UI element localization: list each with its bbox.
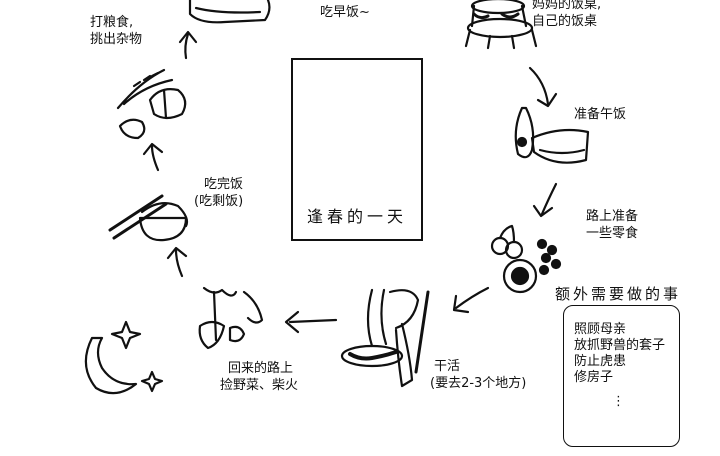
label-table-line1: 妈妈的饭桌, [532, 0, 602, 12]
portrait-frame: 逢春的一天 [291, 58, 423, 241]
label-table-line2: 自己的饭桌 [532, 14, 598, 29]
extra-task-item: 照顾母亲 [574, 322, 627, 337]
label-lunch: 准备午饭 [574, 107, 627, 122]
cloth-drawing [188, 0, 271, 24]
lunch-drawing [514, 106, 590, 164]
label-snacks-line1: 路上准备 [586, 209, 639, 224]
arrow-up-1 [174, 248, 184, 278]
bowl-drawing [108, 194, 189, 242]
grain-drawing [116, 68, 187, 140]
extra-task-more: ⋮ [612, 394, 625, 409]
label-leftover-line2: (吃剩饭) [194, 194, 244, 209]
extra-task-item: 放抓野兽的套子 [574, 338, 666, 353]
extra-tasks-box [563, 305, 680, 447]
label-breakfast: 吃早饭~ [320, 5, 370, 20]
label-grain-line2: 挑出杂物 [90, 32, 143, 47]
label-grain-line1: 打粮食, [90, 15, 134, 30]
label-work-line2: (要去2-3个地方) [430, 376, 527, 391]
label-snacks-line2: 一些零食 [586, 226, 639, 241]
dining-table-drawing [464, 0, 538, 50]
arrow-down-1 [540, 182, 558, 216]
arrow-up-2 [150, 144, 160, 172]
work-tools-drawing [340, 288, 430, 388]
arrow-left-2 [288, 318, 338, 324]
extra-task-item: 防止虎患 [574, 354, 627, 369]
wild-plants-drawing [198, 286, 264, 350]
label-return-line2: 捡野菜、柴火 [220, 378, 299, 393]
moon-drawing [84, 320, 164, 395]
extra-task-item: 修房子 [574, 370, 614, 385]
label-return-line1: 回来的路上 [228, 361, 294, 376]
arrow-right-down-1 [528, 66, 550, 106]
arrow-up-3 [184, 32, 190, 60]
snacks-drawing [490, 224, 562, 294]
label-leftover-line1: 吃完饭 [204, 177, 244, 192]
arrow-left-1 [454, 286, 490, 310]
extra-tasks-title: 额外需要做的事 [555, 285, 682, 303]
label-work-line1: 干活 [434, 359, 461, 374]
portrait-title: 逢春的一天 [306, 207, 407, 226]
